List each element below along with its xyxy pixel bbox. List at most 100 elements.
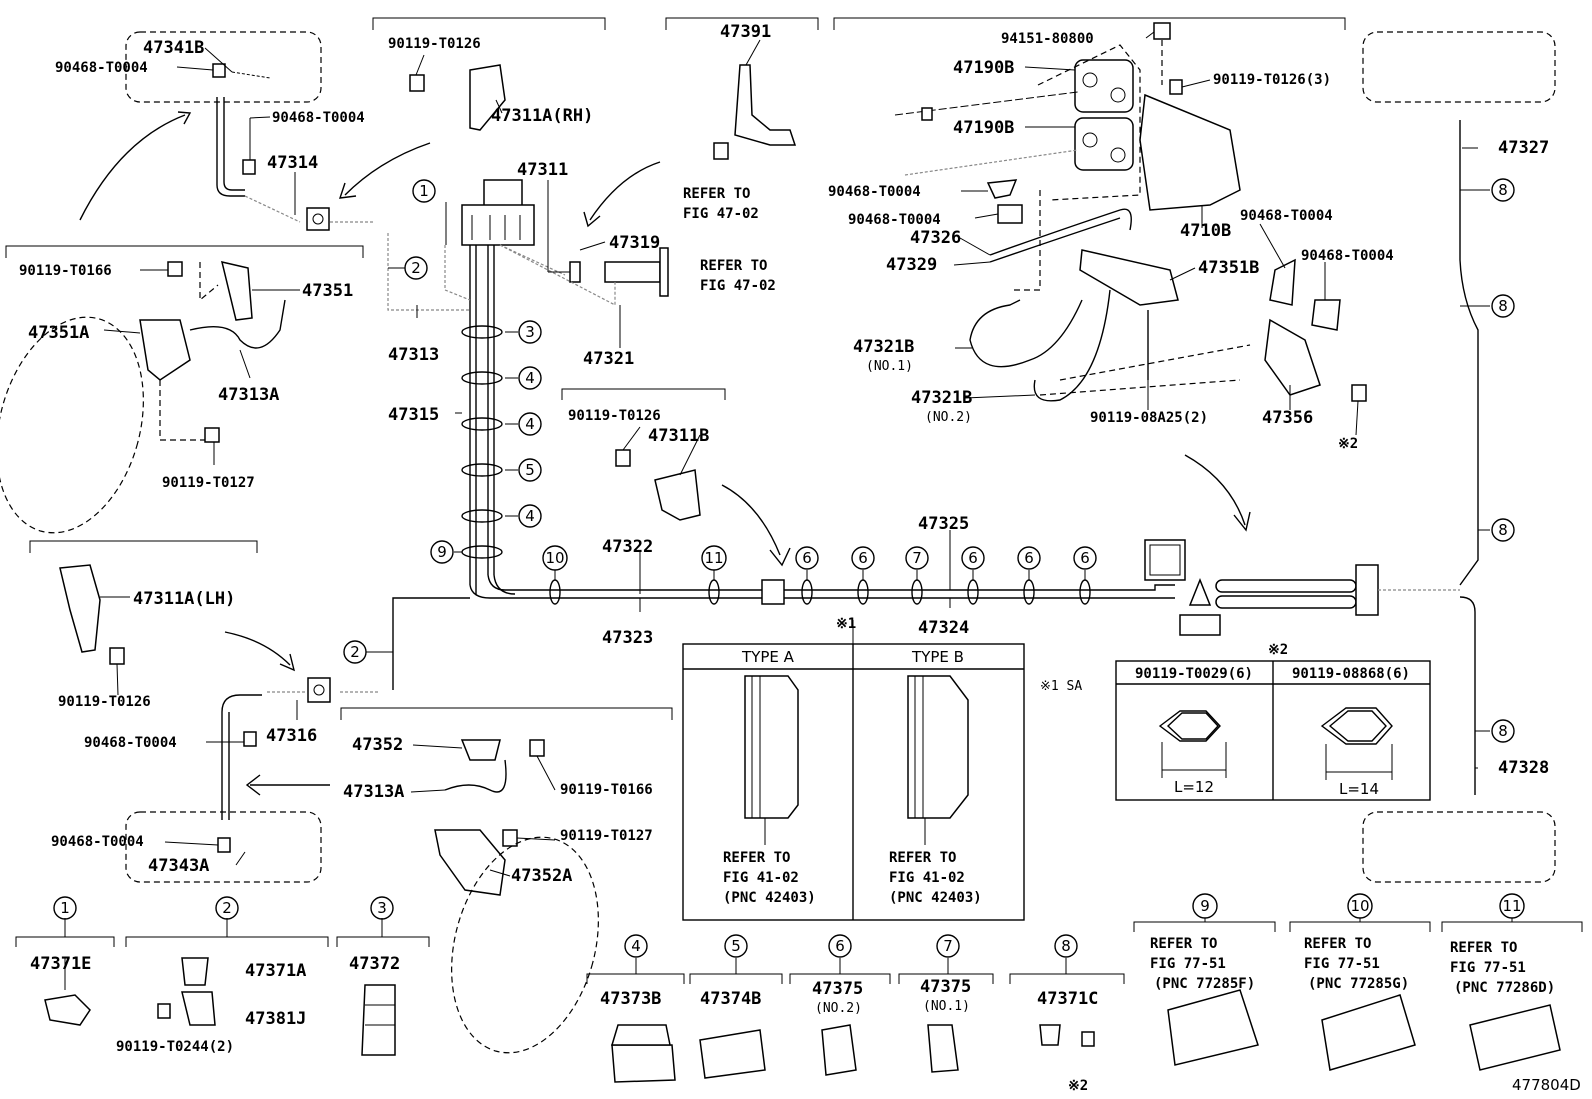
label-47321B-2: 47321B: [911, 388, 972, 408]
legend-10-pnc: (PNC 77285G): [1308, 976, 1409, 992]
arrow-icon: [1184, 454, 1246, 526]
clip-icon: [217, 837, 231, 853]
legend-11-pnc: (PNC 77286D): [1454, 980, 1555, 996]
pipe-47326-icon: [989, 208, 1132, 256]
bolt-icon: [502, 829, 518, 847]
bracket-47352A-icon: [434, 829, 506, 896]
bolt-len-2: L=14: [1339, 780, 1379, 798]
label-90468-h: 90468-T0004: [1301, 248, 1394, 264]
valve-47190B-b-icon: [1074, 117, 1134, 171]
svg-text:3: 3: [525, 323, 535, 341]
label-90119-08A25: 90119-08A25(2): [1090, 410, 1208, 426]
legend-9-fig: FIG 77-51: [1150, 956, 1226, 972]
figure-code: 477804D: [1512, 1076, 1581, 1094]
refer-fig-47-02-b: FIG 47-02: [700, 278, 776, 294]
clamp-77285G-icon: [1321, 994, 1416, 1071]
legend-mark-2: ※2: [1068, 1078, 1088, 1094]
bolt-table: [1115, 660, 1431, 801]
seal-type-b-icon: [907, 675, 969, 819]
reservoir-outline: [125, 31, 322, 103]
svg-text:8: 8: [1498, 297, 1508, 315]
label-47391: 47391: [720, 22, 771, 42]
type-a-fig: FIG 41-02: [723, 870, 799, 886]
type-table-text: TYPE A TYPE B REFER TO FIG 41-02 (PNC 42…: [723, 648, 982, 906]
bracket-47351B-icon: [1079, 249, 1179, 306]
legend-47381J: 47381J: [245, 1009, 306, 1029]
label-47325: 47325: [918, 514, 969, 534]
svg-text:2: 2: [222, 899, 232, 917]
bracket-47311A-LH-icon: [59, 564, 101, 653]
svg-text:6: 6: [858, 549, 868, 567]
legend-callout-10: 10: [1347, 893, 1373, 919]
junction-47311-icon: [461, 204, 535, 246]
union-47316-icon: [307, 677, 331, 703]
legend-9-refer: REFER TO: [1150, 936, 1217, 952]
bolt-icon: [1351, 384, 1367, 402]
label-90468-g: 90468-T0004: [1240, 208, 1333, 224]
label-90119-T0126-b: 90119-T0126: [568, 408, 661, 424]
svg-text:2: 2: [411, 259, 421, 277]
label-90468-d: 90468-T0004: [51, 834, 144, 850]
label-90119-T0126-c: 90119-T0126: [58, 694, 151, 710]
part-labels: 47341B 90468-T0004 90468-T0004 47314 901…: [19, 22, 1549, 886]
type-a-refer: REFER TO: [723, 850, 790, 866]
legend-callout-6: 6: [828, 934, 852, 958]
callout-4: 4: [518, 366, 542, 390]
bolt-icon: [529, 739, 545, 757]
label-47324: 47324: [918, 618, 969, 638]
bolt-icon: [1081, 1031, 1095, 1047]
label-90468-e: 90468-T0004: [828, 184, 921, 200]
label-90468-c: 90468-T0004: [84, 735, 177, 751]
clamp-47375-no2-icon: [821, 1024, 857, 1076]
right-top-assembly: [894, 22, 1556, 883]
label-47316: 47316: [266, 726, 317, 746]
label-47321B-1: 47321B: [853, 337, 914, 357]
svg-text:6: 6: [1080, 549, 1090, 567]
label-47313A-a: 47313A: [218, 385, 279, 405]
group-brackets: [5, 17, 1346, 720]
svg-text:4: 4: [525, 369, 535, 387]
label-47329: 47329: [886, 255, 937, 275]
arrow-icon: [344, 142, 431, 196]
label-47352: 47352: [352, 735, 403, 755]
hose-47321B-2-icon: [1033, 289, 1111, 402]
bracket-47356-icon: [1264, 318, 1321, 396]
left-lower-assembly: [59, 564, 599, 1054]
type-b-pnc: (PNC 42403): [889, 890, 982, 906]
clip-icon: [1311, 299, 1341, 331]
label-47351: 47351: [302, 281, 353, 301]
callout-markers: 1 2 3 4 4 5 4 9 10 11 6 6 7 6 6 6 2 8 8 …: [53, 178, 1525, 958]
bracket-47391-icon: [734, 64, 797, 146]
bolt-len-1: L=12: [1174, 778, 1214, 796]
bracket-47351-icon: [220, 260, 253, 321]
svg-text:4: 4: [631, 937, 641, 955]
label-47343A: 47343A: [148, 856, 209, 876]
callout-8: 8: [1491, 294, 1515, 318]
label-no2-a: (NO.2): [925, 410, 972, 425]
svg-text:5: 5: [525, 461, 535, 479]
label-47313A-b: 47313A: [343, 782, 404, 802]
legend-callout-1: 1: [53, 896, 77, 920]
rear-outline: [1362, 811, 1556, 883]
label-90119-T0127-b: 90119-T0127: [560, 828, 653, 844]
type-a-header: TYPE A: [741, 648, 795, 666]
bolt-icon: [204, 427, 220, 443]
legend-11-fig: FIG 77-51: [1450, 960, 1526, 976]
svg-text:11: 11: [1502, 897, 1521, 915]
callout-5: 5: [518, 458, 542, 482]
clip-icon: [243, 731, 257, 747]
leader-lines: [64, 31, 1490, 990]
svg-text:5: 5: [731, 937, 741, 955]
label-47314: 47314: [267, 153, 318, 173]
clip-47319-icon: [569, 261, 581, 283]
svg-text:6: 6: [1024, 549, 1034, 567]
label-47311: 47311: [517, 160, 568, 180]
center-junction-assembly: [338, 64, 669, 297]
label-47352A: 47352A: [511, 866, 572, 886]
clamp-47374B-icon: [699, 1029, 766, 1079]
bracket-icon: [1355, 564, 1379, 616]
label-47190B-a: 47190B: [953, 58, 1014, 78]
legend-callout-3: 3: [370, 896, 394, 920]
clamp-47372-icon: [361, 984, 396, 1056]
svg-text:7: 7: [943, 937, 953, 955]
